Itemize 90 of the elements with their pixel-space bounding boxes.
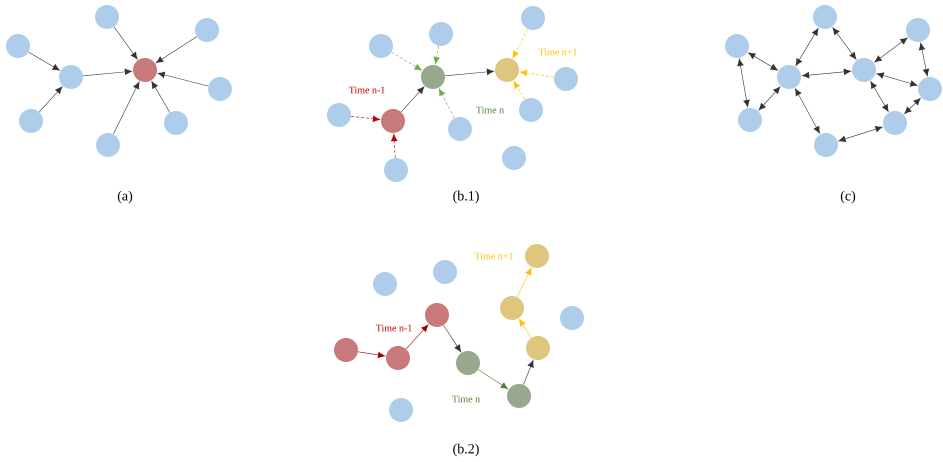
circle-node bbox=[495, 58, 519, 82]
arrow bbox=[358, 352, 386, 358]
circle-node bbox=[813, 5, 837, 29]
arrow bbox=[444, 68, 494, 76]
circle-node bbox=[369, 34, 393, 58]
circle-node bbox=[906, 18, 930, 42]
circle-node bbox=[852, 58, 876, 82]
circle-node bbox=[95, 5, 119, 29]
circle-node bbox=[327, 103, 351, 127]
time-label: Time n+1 bbox=[538, 48, 577, 56]
circle-node bbox=[560, 306, 584, 330]
circle-node bbox=[448, 117, 472, 141]
circle-node bbox=[421, 65, 445, 89]
arrow bbox=[113, 82, 140, 134]
arrow bbox=[400, 86, 424, 112]
circle-node bbox=[507, 384, 531, 408]
circle-node bbox=[519, 98, 543, 122]
arrow bbox=[904, 98, 921, 114]
circle-node bbox=[814, 133, 838, 157]
arrow bbox=[874, 38, 908, 62]
circle-node bbox=[456, 351, 480, 375]
arrow bbox=[38, 86, 62, 112]
arrow bbox=[758, 86, 780, 110]
arrow bbox=[350, 116, 380, 122]
arrow bbox=[151, 81, 170, 113]
circle-node bbox=[777, 65, 801, 89]
arrow bbox=[870, 81, 889, 112]
circle-node bbox=[883, 111, 907, 135]
arrow bbox=[832, 27, 856, 60]
arrow bbox=[114, 26, 138, 60]
panel-caption: (b.2) bbox=[453, 444, 479, 456]
circle-node bbox=[433, 260, 457, 284]
circle-node bbox=[334, 338, 358, 362]
panel-caption: (b.1) bbox=[453, 190, 479, 204]
arrow bbox=[523, 360, 534, 385]
circle-node bbox=[164, 111, 188, 135]
circle-node bbox=[500, 296, 524, 320]
circle-node bbox=[195, 18, 219, 42]
time-label: Time n+1 bbox=[474, 252, 513, 260]
arrow bbox=[82, 68, 132, 76]
panel-caption: (a) bbox=[118, 190, 132, 204]
arrow bbox=[478, 369, 508, 390]
circle-node bbox=[133, 58, 157, 82]
circle-node bbox=[389, 398, 413, 422]
circle-node bbox=[429, 22, 453, 46]
circle-node bbox=[725, 34, 749, 58]
circle-node bbox=[381, 109, 405, 133]
arrow bbox=[156, 36, 198, 64]
time-label: Time n-1 bbox=[376, 324, 412, 332]
circle-node bbox=[96, 133, 120, 157]
arrow bbox=[406, 324, 428, 350]
arrow bbox=[391, 134, 398, 158]
circle-node bbox=[6, 34, 30, 58]
arrow bbox=[518, 318, 532, 338]
circle-node bbox=[526, 336, 550, 360]
arrow bbox=[876, 72, 918, 87]
arrow bbox=[443, 324, 462, 352]
time-label: Time n bbox=[452, 396, 480, 402]
time-label: Time n-1 bbox=[348, 86, 385, 94]
circle-node bbox=[554, 67, 578, 91]
circle-node bbox=[738, 108, 762, 132]
circle-node bbox=[59, 65, 83, 89]
circle-node bbox=[19, 109, 43, 133]
panel-caption: (c) bbox=[840, 190, 856, 204]
arrow bbox=[838, 126, 883, 142]
arrow bbox=[433, 46, 440, 64]
arrow bbox=[438, 88, 455, 118]
arrow bbox=[737, 58, 750, 108]
circle-node bbox=[521, 6, 545, 30]
arrow bbox=[514, 81, 526, 100]
circle-node bbox=[384, 158, 408, 182]
arrow bbox=[512, 28, 528, 58]
time-label: Time n bbox=[476, 106, 504, 114]
circle-node bbox=[386, 346, 410, 370]
circle-node bbox=[525, 244, 549, 268]
circle-node bbox=[208, 77, 232, 101]
arrow bbox=[918, 42, 930, 76]
circle-node bbox=[502, 146, 526, 170]
arrow bbox=[391, 52, 422, 70]
arrow bbox=[158, 72, 208, 86]
circle-node bbox=[918, 77, 942, 101]
circle-node bbox=[425, 303, 449, 327]
arrow bbox=[28, 52, 60, 71]
circle-node bbox=[373, 272, 397, 296]
arrow bbox=[802, 68, 852, 78]
arrow bbox=[795, 88, 820, 134]
arrow bbox=[517, 268, 532, 298]
arrow bbox=[796, 28, 818, 66]
arrow bbox=[748, 52, 778, 70]
arrow bbox=[520, 70, 554, 78]
